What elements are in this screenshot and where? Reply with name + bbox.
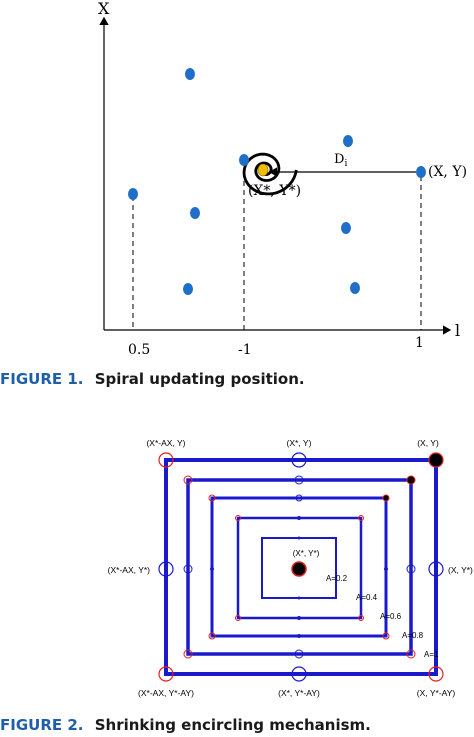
label-bottom-right: (X, Y*-AY) <box>417 688 456 698</box>
y-axis-label: X <box>98 0 110 18</box>
corner-point-a06-tr <box>382 494 390 502</box>
corner-point-top-right <box>428 452 444 468</box>
mid-dot-a04-top <box>297 516 301 520</box>
mid-circle-a08-left <box>183 564 193 574</box>
position-point <box>350 282 360 294</box>
a-label: A=0.8 <box>402 631 424 640</box>
mid-dot-a02-top <box>297 536 301 540</box>
grid-markers <box>158 452 444 682</box>
figure-1-caption-text: Spiral updating position. <box>94 370 305 388</box>
x-tick-label: -1 <box>238 342 252 358</box>
spiral-points <box>128 68 426 295</box>
position-point <box>190 207 200 219</box>
figure-1-caption-label: FIGURE 1. <box>0 370 84 388</box>
position-point <box>341 222 351 234</box>
best-position-point <box>291 561 307 577</box>
corner-circle-a04-bl <box>235 615 241 621</box>
mid-circle-left <box>158 561 174 577</box>
best-position-point <box>257 163 269 177</box>
a-label: A=0.6 <box>380 612 402 621</box>
label-bottom-mid: (X*, Y*-AY) <box>278 688 320 698</box>
position-point <box>239 154 249 166</box>
encircling-figure: (X*-AX, Y) (X*, Y) (X, Y) (X*-AX, Y*) (X… <box>108 438 473 698</box>
corner-circle-bottom-left <box>158 666 174 682</box>
rect-a08 <box>186 478 413 656</box>
corner-circle-a08-bl <box>183 649 193 659</box>
distance-label: Di <box>334 152 347 169</box>
mid-circle-a08-right <box>406 564 416 574</box>
a-label: A=0.2 <box>326 574 348 583</box>
label-center: (X*, Y*) <box>293 549 320 558</box>
corner-circle-a04-tl <box>235 515 241 521</box>
mid-dot-a04-bottom <box>297 616 301 620</box>
figure-2-caption-label: FIGURE 2. <box>0 716 84 734</box>
current-position-point <box>416 166 426 178</box>
corner-circle-bottom-right <box>428 666 444 682</box>
rect-a1 <box>164 458 438 676</box>
x-tick-label: 1 <box>415 335 424 351</box>
position-point <box>185 68 195 80</box>
label-mid-right: (X, Y*) <box>448 565 473 575</box>
corner-circle-a06-tl <box>208 494 216 502</box>
corner-circle-a08-tl <box>183 475 193 485</box>
corner-circle-a06-br <box>382 632 390 640</box>
mid-dot-a06-bottom <box>297 634 301 638</box>
position-point <box>128 188 138 200</box>
mid-circle-top <box>291 452 307 468</box>
label-top-left: (X*-AX, Y) <box>146 438 185 448</box>
corner-circle-a06-bl <box>208 632 216 640</box>
position-point <box>183 283 193 295</box>
x-axis-label: l <box>455 321 460 340</box>
corner-circle-a08-br <box>406 649 416 659</box>
a-label: A=1 <box>424 650 439 659</box>
corner-circle-a04-tr <box>358 515 364 521</box>
figure-1-caption: FIGURE 1. Spiral updating position. <box>0 370 305 388</box>
mid-circle-right <box>428 561 444 577</box>
spiral-figure: X l 0.5 -1 1 Di ' (X, Y) (X*, Y*) <box>98 0 467 358</box>
best-position-label: (X*, Y*) <box>248 183 301 199</box>
a-label: A=0.4 <box>356 593 378 602</box>
distance-label-prime: ' <box>346 142 349 155</box>
corner-circle-top-left <box>158 452 174 468</box>
position-point <box>343 135 353 147</box>
mid-dot-a06-left <box>210 567 214 571</box>
mid-circle-a08-bottom <box>294 649 304 659</box>
mid-circle-bottom <box>291 666 307 682</box>
x-tick-label: 0.5 <box>128 342 150 358</box>
figure-2-caption: FIGURE 2. Shrinking encircling mechanism… <box>0 716 371 734</box>
corner-point-a08-tr <box>406 475 416 485</box>
mid-circle-a06-top <box>295 494 303 502</box>
corner-circle-a04-br <box>358 615 364 621</box>
label-top-mid: (X*, Y) <box>287 438 312 448</box>
label-bottom-left: (X*-AX, Y*-AY) <box>138 688 194 698</box>
mid-dot-a02-bottom <box>297 596 301 600</box>
current-position-label: (X, Y) <box>428 164 467 180</box>
label-mid-left: (X*-AX, Y*) <box>108 565 151 575</box>
label-top-right: (X, Y) <box>417 438 439 448</box>
mid-circle-a08-top <box>294 475 304 485</box>
figure-2-caption-text: Shrinking encircling mechanism. <box>94 716 371 734</box>
mid-dot-a06-right <box>384 567 388 571</box>
